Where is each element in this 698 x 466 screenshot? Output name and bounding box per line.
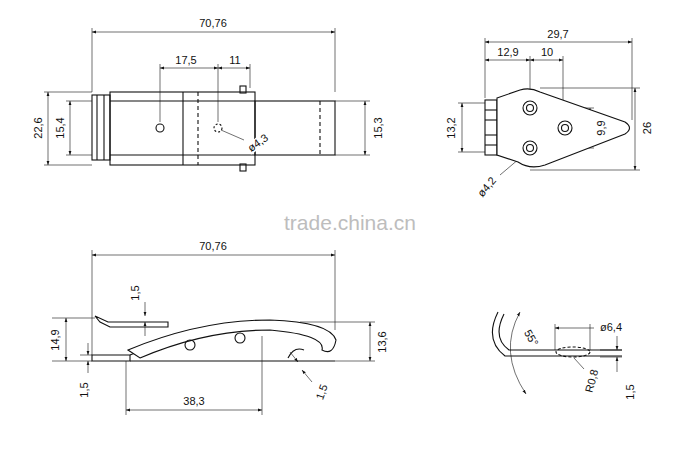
watermark: trade.china.cn [283,212,417,233]
dimension-label: 15,3 [373,116,384,139]
dimension-label: 13,2 [446,116,457,139]
dimension-label: 70,76 [198,18,228,29]
dimension-label: 11 [228,55,241,66]
dimension-label: 70,76 [198,241,228,252]
dimension-label: 22,6 [33,116,44,139]
dimension-label: ø4,3 [245,132,271,155]
dimension-label: 55° [522,327,541,349]
dimension-label: 17,5 [174,55,197,66]
dimension-label: 26 [642,121,653,135]
dimension-label: 13,6 [377,330,388,353]
dimension-label: 1,5 [314,382,330,402]
dimension-label: 29,7 [546,29,569,40]
dimension-label: 38,3 [182,396,205,407]
dimension-label: 14,9 [50,328,61,351]
dimension-label: ø6,4 [599,322,623,333]
dimension-label: R0,8 [583,367,600,394]
dimension-label: 1,5 [79,381,90,398]
dimension-label: 10 [540,47,554,58]
dimension-label: 15,4 [55,116,66,139]
dimension-label: ø4,2 [475,174,499,199]
dimension-label: 1,5 [130,284,141,301]
dimension-label: 9,9 [596,119,607,136]
dimension-label: 1,5 [625,383,636,400]
dimension-label: 12,9 [496,47,519,58]
